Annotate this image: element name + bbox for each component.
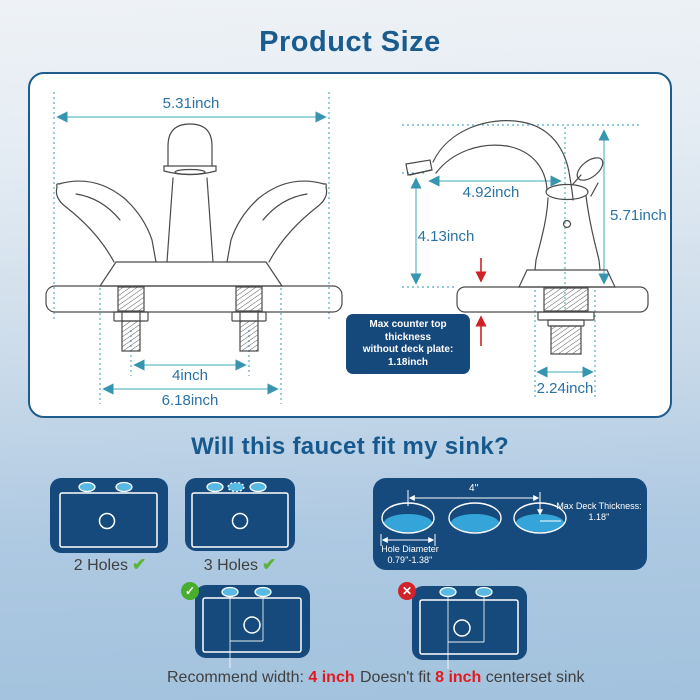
counter-thickness-note: Max counter top thickness without deck p… — [346, 314, 470, 374]
dim-side-spout-height: 4.13inch — [417, 228, 475, 245]
sink-3-holes-label: 3 Holes✔ — [204, 555, 277, 575]
dim-side-base-width: 2.24inch — [536, 380, 594, 397]
dim-side-overall-height: 5.71inch — [610, 207, 667, 224]
recommended-sink-panel — [195, 585, 310, 668]
fit-section-heading: Will this faucet fit my sink? — [191, 433, 509, 460]
spec-diameter-value: 0.79''-1.38'' — [387, 555, 433, 565]
recommend-value: 4 inch — [308, 669, 355, 686]
sink-2-holes-drawing — [59, 481, 158, 548]
notfit-value: 8 inch — [435, 669, 482, 686]
sink-3-holes-drawing — [191, 481, 289, 548]
spec-diameter-label: Hole Diameter — [381, 544, 439, 554]
hole-spec-panel: 4'' Max Deck Thickness: 1.18'' Hole Diam… — [373, 478, 647, 570]
spec-deck-value: 1.18'' — [588, 512, 610, 522]
dim-front-hole-spacing: 4inch — [172, 367, 208, 384]
faucet-front-line-art — [45, 123, 343, 352]
check-badge-icon: ✓ — [181, 582, 199, 600]
front-extension-lines — [53, 92, 330, 404]
hole-spec-drawing — [380, 490, 567, 546]
notfit-suffix: centerset sink — [481, 669, 585, 686]
check-icon: ✔ — [132, 555, 147, 574]
sink-2-holes-panel — [50, 478, 168, 553]
spec-deck-thickness: Max Deck Thickness: 1.18'' — [555, 501, 643, 523]
front-dimension-arrows — [56, 111, 327, 395]
note-line-2: without deck plate: — [362, 344, 454, 355]
dim-front-overall-width: 6.18inch — [161, 392, 219, 409]
faucet-dimension-drawing — [45, 92, 649, 404]
spec-hole-diameter: Hole Diameter 0.79''-1.38'' — [377, 544, 443, 566]
sink-2-holes-label: 2 Holes✔ — [74, 555, 147, 575]
size-diagram-box: 5.31inch 4inch 6.18inch 4.92inch 4.13inc… — [28, 72, 672, 418]
spec-deck-label: Max Deck Thickness: — [556, 501, 642, 511]
option-label-text: 3 Holes — [203, 557, 258, 574]
notfit-sink-panel — [412, 586, 527, 669]
faucet-side-line-art — [405, 120, 649, 355]
notfit-prefix: Doesn't fit — [360, 669, 436, 686]
recommend-prefix: Recommend width: — [167, 669, 309, 686]
note-line-1: Max counter top thickness — [369, 319, 447, 343]
side-dimension-arrows — [410, 129, 610, 378]
notfit-label: Doesn't fit 8 inch centerset sink — [360, 669, 584, 687]
option-label-text: 2 Holes — [73, 557, 128, 574]
recommend-width-label: Recommend width: 4 inch — [167, 669, 355, 687]
sink-3-holes-panel — [185, 478, 295, 551]
notfit-sink-drawing — [419, 586, 519, 669]
recommended-sink-drawing — [202, 586, 302, 668]
spec-hole-spacing: 4'' — [469, 483, 479, 494]
x-badge-icon: ✕ — [398, 582, 416, 600]
check-icon: ✔ — [262, 555, 277, 574]
dim-front-top-width: 5.31inch — [162, 95, 220, 112]
page-title: Product Size — [259, 26, 441, 58]
dim-side-spout-reach: 4.92inch — [462, 184, 520, 201]
note-line-3: 1.18inch — [387, 356, 429, 368]
